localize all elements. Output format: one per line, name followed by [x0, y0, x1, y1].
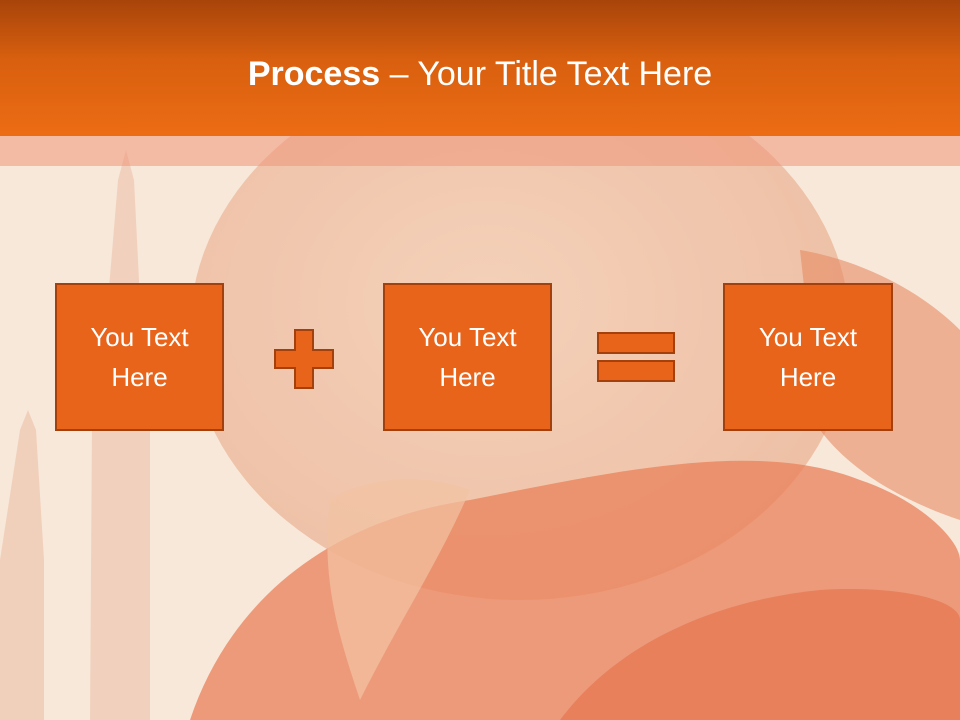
text-box-1-label: You Text Here — [90, 322, 189, 392]
title-bold: Process — [247, 55, 381, 93]
text-box-1[interactable]: You Text Here — [55, 283, 224, 431]
title-rest: – Your Title Text Here — [380, 55, 713, 93]
text-box-3-label: You Text Here — [758, 322, 858, 392]
text-box-2-label: You Text Here — [418, 322, 517, 392]
plus-icon — [274, 329, 334, 389]
equals-icon — [597, 332, 675, 382]
slide-title: Process – Your Title Text Here — [0, 52, 960, 96]
title-accent-strip — [0, 136, 960, 166]
text-box-3[interactable]: You Text Here — [723, 283, 893, 431]
text-box-2[interactable]: You Text Here — [383, 283, 552, 431]
title-bar — [0, 0, 960, 136]
